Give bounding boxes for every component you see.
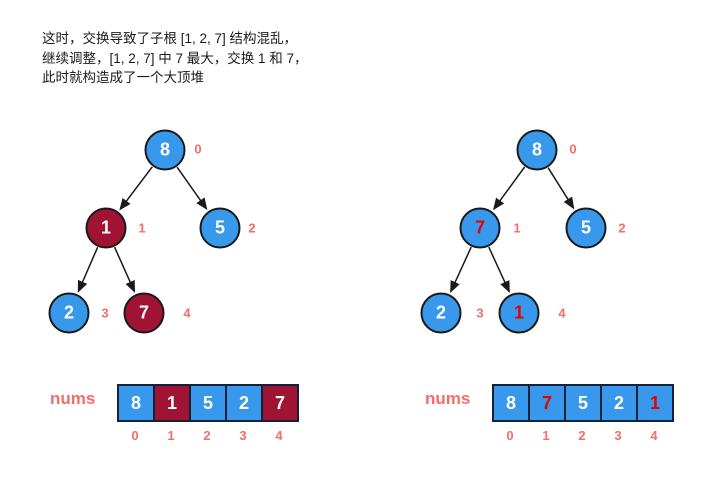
right-tree-node-2-value: 5	[580, 217, 591, 238]
right-tree-node-0-value: 8	[531, 139, 542, 160]
left-array-cell-2: 5	[189, 384, 227, 422]
right-array-index-1: 1	[542, 428, 550, 443]
left-edge-node1-to-node3	[77, 247, 99, 293]
right-array: 8 7 5 2 1	[492, 384, 674, 422]
right-tree-node-1-index: 1	[513, 220, 521, 236]
left-tree-node-4: 7	[123, 292, 165, 334]
right-array-cell-2: 5	[564, 384, 602, 422]
left-edge-root-to-left-child	[119, 166, 153, 211]
right-array-cell-3: 2	[600, 384, 638, 422]
left-tree-node-2: 5	[199, 207, 241, 249]
left-array-index-0: 0	[131, 428, 139, 443]
right-array-index-0: 0	[506, 428, 514, 443]
right-array-indices: 0 1 2 3 4	[492, 428, 672, 443]
right-tree-node-1-value: 7	[474, 217, 485, 238]
annotation-line-3: 此时就构造成了一个大顶堆	[42, 70, 204, 85]
right-array-index-4: 4	[650, 428, 658, 443]
right-edge-root-to-left-child	[493, 166, 526, 211]
left-tree-node-1: 1	[85, 207, 127, 249]
left-tree-node-0-value: 8	[159, 139, 170, 160]
left-array-cell-1: 1	[153, 384, 191, 422]
right-tree-node-4: 1	[498, 292, 540, 334]
left-edge-node1-to-node4	[113, 246, 136, 293]
left-tree-node-0-index: 0	[194, 141, 202, 157]
right-tree-node-4-value: 1	[513, 302, 524, 323]
right-array-label: nums	[425, 389, 471, 408]
right-edge-node1-to-node4	[488, 246, 510, 294]
left-array-cell-3: 2	[225, 384, 263, 422]
left-array-index-4: 4	[275, 428, 283, 443]
left-array-cell-4: 7	[261, 384, 299, 422]
left-array-index-2: 2	[203, 428, 211, 443]
right-array-cell-0: 8	[492, 384, 530, 422]
left-array: 8 1 5 2 7	[117, 384, 299, 422]
right-tree-node-2-index: 2	[618, 220, 626, 236]
right-tree-node-3-value: 2	[435, 302, 446, 323]
left-tree-node-2-index: 2	[248, 220, 256, 236]
left-array-index-3: 3	[239, 428, 247, 443]
left-tree-node-3: 2	[48, 292, 90, 334]
annotation-line-2: 继续调整，[1, 2, 7] 中 7 最大，交换 1 和 7，	[42, 50, 308, 66]
right-tree-node-0: 8	[516, 129, 558, 171]
right-array-index-2: 2	[578, 428, 586, 443]
right-tree-node-1: 7	[459, 207, 501, 249]
left-tree-node-2-value: 5	[214, 217, 225, 238]
left-tree-node-4-value: 7	[138, 302, 149, 323]
left-tree-node-3-value: 2	[63, 302, 74, 323]
left-tree-node-3-index: 3	[101, 305, 109, 321]
left-tree-node-4-index: 4	[183, 305, 191, 321]
left-tree-node-0: 8	[144, 129, 186, 171]
right-array-cell-4: 1	[636, 384, 674, 422]
right-edge-root-to-right-child	[547, 167, 575, 210]
left-array-label: nums	[50, 389, 96, 408]
right-tree-node-3-index: 3	[476, 305, 484, 321]
right-tree-node-4-index: 4	[558, 305, 566, 321]
right-tree-node-2: 5	[565, 207, 607, 249]
left-array-indices: 0 1 2 3 4	[117, 428, 297, 443]
left-tree-node-1-index: 1	[138, 220, 146, 236]
left-tree-node-1-value: 1	[100, 217, 111, 238]
left-array-index-1: 1	[167, 428, 175, 443]
right-tree-node-3: 2	[420, 292, 462, 334]
right-array-cell-1: 7	[528, 384, 566, 422]
right-array-index-3: 3	[614, 428, 622, 443]
left-edge-root-to-right-child	[176, 166, 208, 211]
right-edge-node1-to-node3	[450, 246, 472, 294]
annotation-line-1: 这时，交换导致了子根 [1, 2, 7] 结构混乱，	[42, 31, 298, 46]
left-array-cell-0: 8	[117, 384, 155, 422]
annotation-text: 这时，交换导致了子根 [1, 2, 7] 结构混乱， 继续调整，[1, 2, 7…	[42, 29, 308, 88]
right-tree-node-0-index: 0	[569, 141, 577, 157]
